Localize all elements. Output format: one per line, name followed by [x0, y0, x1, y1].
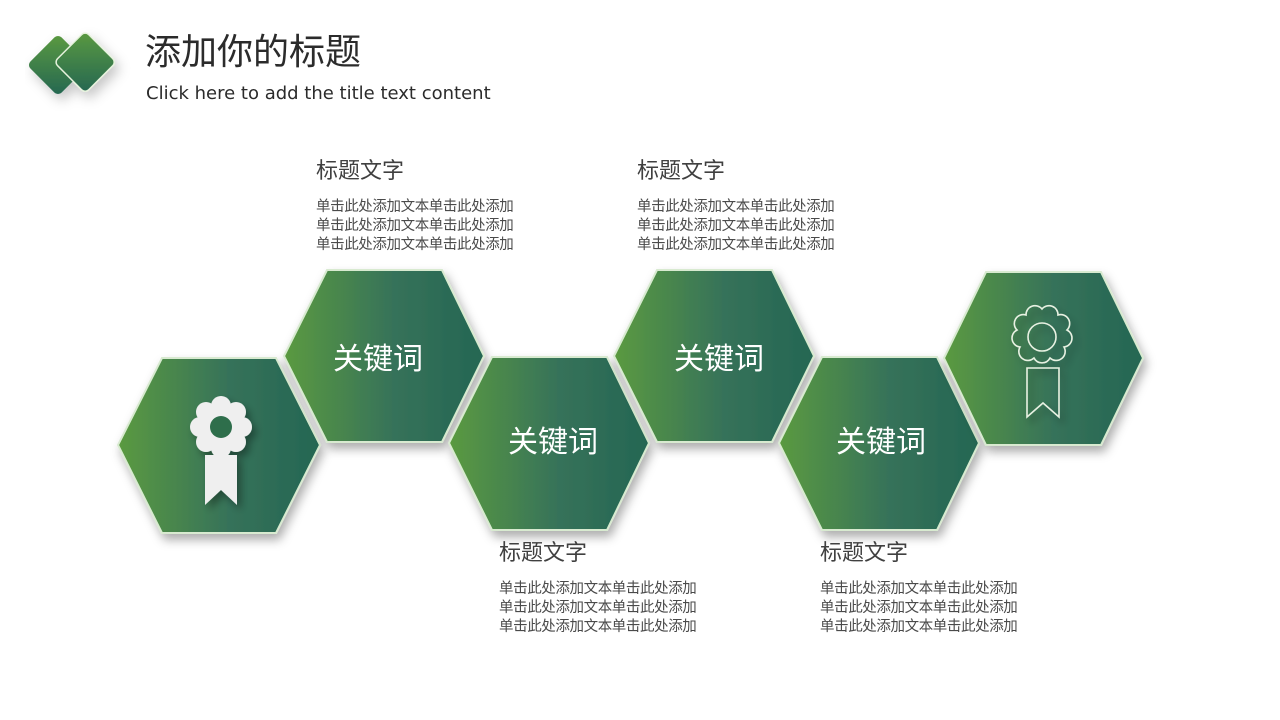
hexagon-6[interactable]: [942, 271, 1145, 446]
page-subtitle[interactable]: Click here to add the title text content: [146, 83, 491, 104]
text-block-line[interactable]: 单击此处添加文本单击此处添加: [637, 218, 835, 234]
hexagon-5-label[interactable]: 关键词: [836, 425, 926, 460]
text-block-line[interactable]: 单击此处添加文本单击此处添加: [316, 218, 514, 234]
text-block-line[interactable]: 单击此处添加文本单击此处添加: [316, 199, 514, 215]
text-block-line[interactable]: 单击此处添加文本单击此处添加: [637, 199, 835, 215]
hexagon-4[interactable]: [612, 269, 816, 443]
text-block-3: 标题文字 单击此处添加文本单击此处添加 单击此处添加文本单击此处添加 单击此处添…: [499, 540, 739, 637]
text-block-heading[interactable]: 标题文字: [820, 541, 909, 566]
page-title[interactable]: 添加你的标题: [145, 32, 362, 73]
text-block-line[interactable]: 单击此处添加文本单击此处添加: [820, 600, 1018, 616]
text-block-line[interactable]: 单击此处添加文本单击此处添加: [637, 237, 835, 253]
text-block-body: 单击此处添加文本单击此处添加 单击此处添加文本单击此处添加 单击此处添加文本单击…: [820, 580, 1060, 637]
text-block-line[interactable]: 单击此处添加文本单击此处添加: [820, 581, 1018, 597]
hexagon-3-label[interactable]: 关键词: [508, 425, 598, 460]
text-block-line[interactable]: 单击此处添加文本单击此处添加: [499, 619, 697, 635]
text-block-heading[interactable]: 标题文字: [499, 541, 588, 566]
hexagon-5[interactable]: [777, 356, 981, 531]
text-block-line[interactable]: 单击此处添加文本单击此处添加: [316, 237, 514, 253]
text-block-4: 标题文字 单击此处添加文本单击此处添加 单击此处添加文本单击此处添加 单击此处添…: [820, 540, 1060, 637]
text-block-1: 标题文字 单击此处添加文本单击此处添加 单击此处添加文本单击此处添加 单击此处添…: [316, 158, 556, 255]
text-block-heading[interactable]: 标题文字: [316, 159, 405, 184]
hexagon-2[interactable]: [282, 269, 486, 443]
hexagon-3[interactable]: [447, 356, 651, 531]
text-block-2: 标题文字 单击此处添加文本单击此处添加 单击此处添加文本单击此处添加 单击此处添…: [637, 158, 877, 255]
award-ribbon-icon: [190, 396, 252, 505]
hexagon-2-label[interactable]: 关键词: [333, 342, 423, 377]
double-diamond-icon: [28, 32, 115, 95]
text-block-body: 单击此处添加文本单击此处添加 单击此处添加文本单击此处添加 单击此处添加文本单击…: [637, 198, 877, 255]
text-block-body: 单击此处添加文本单击此处添加 单击此处添加文本单击此处添加 单击此处添加文本单击…: [316, 198, 556, 255]
award-ribbon-icon-outline: [1011, 304, 1073, 419]
hexagon-4-label[interactable]: 关键词: [674, 342, 764, 377]
text-block-body: 单击此处添加文本单击此处添加 单击此处添加文本单击此处添加 单击此处添加文本单击…: [499, 580, 739, 637]
text-block-heading[interactable]: 标题文字: [637, 159, 726, 184]
text-block-line[interactable]: 单击此处添加文本单击此处添加: [499, 600, 697, 616]
text-block-line[interactable]: 单击此处添加文本单击此处添加: [499, 581, 697, 597]
text-block-line[interactable]: 单击此处添加文本单击此处添加: [820, 619, 1018, 635]
